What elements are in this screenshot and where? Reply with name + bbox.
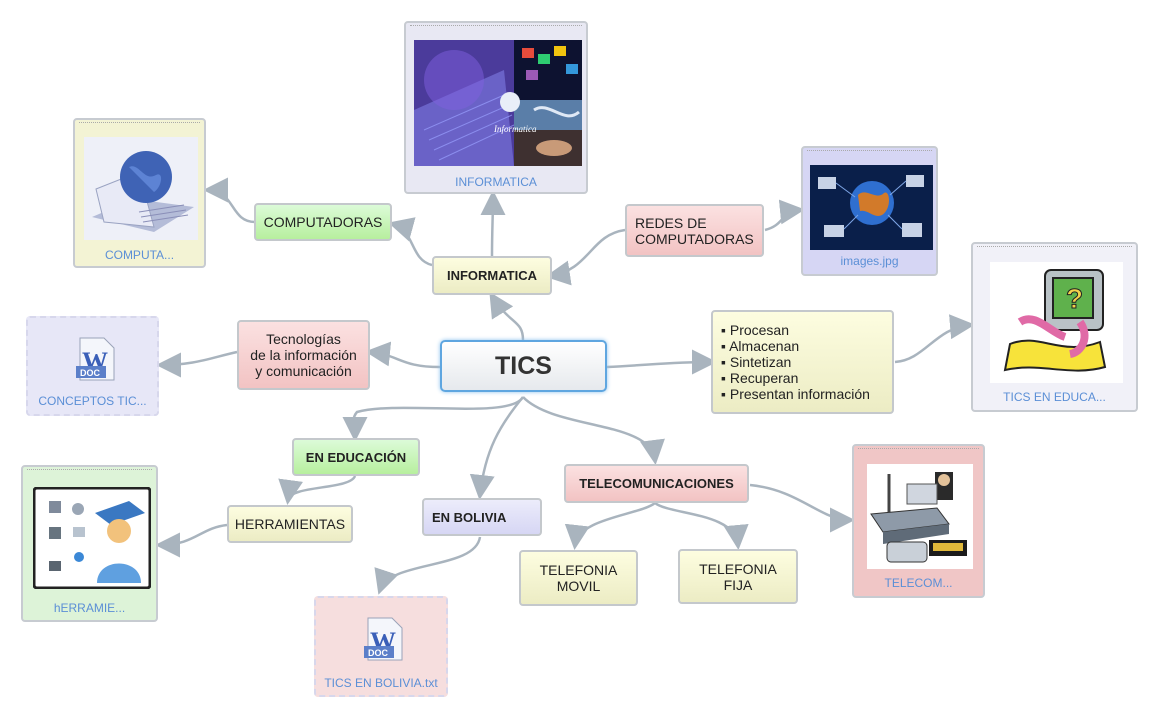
topic-herramientas[interactable]: HERRAMIENTAS — [227, 505, 353, 543]
attachment-caption: TICS EN BOLIVIA.txt — [324, 676, 438, 690]
network-globe-image — [810, 165, 933, 250]
topic-en-bolivia-label: EN BOLIVIA — [432, 509, 507, 525]
attachment-informatica[interactable]: Informatica INFORMATICA — [404, 21, 588, 194]
topic-en-bolivia[interactable]: EN BOLIVIA — [422, 498, 542, 536]
svg-text:DOC: DOC — [368, 648, 389, 658]
attachment-caption: COMPUTA... — [104, 248, 175, 262]
attachment-caption: INFORMATICA — [455, 175, 537, 189]
student-computer-image: ? — [990, 262, 1123, 383]
attachment-caption: images.jpg — [840, 254, 899, 268]
attachment-caption: CONCEPTOS TIC... — [38, 394, 147, 408]
attachment-herramientas[interactable]: hERRAMIE... — [21, 465, 158, 622]
topic-telecomunicaciones[interactable]: TELECOMUNICACIONES — [564, 464, 749, 503]
attachment-images-jpg[interactable]: images.jpg — [801, 146, 938, 276]
laptop-globe-image — [84, 137, 198, 240]
attachment-caption: TICS EN EDUCA... — [1003, 390, 1106, 404]
topic-redes-label: REDES DE COMPUTADORAS — [635, 214, 754, 247]
topic-en-educacion-label: EN EDUCACIÓN — [305, 449, 407, 465]
list-item: ▪ Recuperan — [721, 370, 799, 386]
central-topic-label: TICS — [495, 351, 552, 380]
svg-text:DOC: DOC — [80, 368, 101, 378]
attachment-computadoras[interactable]: COMPUTA... — [73, 118, 206, 268]
topic-telefonia-movil[interactable]: TELEFONIA MOVIL — [519, 550, 638, 606]
topic-telecomunicaciones-label: TELECOMUNICACIONES — [579, 476, 734, 491]
topic-tecnologias[interactable]: Tecnologías de la información y comunica… — [237, 320, 370, 390]
topic-informatica[interactable]: INFORMATICA — [432, 256, 552, 295]
attachment-caption: hERRAMIE... — [53, 601, 126, 615]
topic-computadoras[interactable]: COMPUTADORAS — [254, 203, 392, 241]
attachment-tics-en-bolivia[interactable]: W DOC TICS EN BOLIVIA.txt — [314, 596, 448, 697]
topic-en-educacion[interactable]: EN EDUCACIÓN — [292, 438, 420, 476]
word-doc-icon: W DOC — [364, 617, 403, 661]
list-item: ▪ Presentan información — [721, 386, 870, 402]
attachment-tics-en-educa[interactable]: ? TICS EN EDUCA... — [971, 242, 1138, 412]
list-item: ▪ Sintetizan — [721, 354, 792, 370]
attachment-conceptos-tic[interactable]: W DOC CONCEPTOS TIC... — [26, 316, 159, 416]
informatica-logo-text: Informatica — [493, 124, 537, 134]
informatica-image: Informatica — [414, 40, 582, 166]
list-item: ▪ Procesan — [721, 322, 790, 338]
topic-telefonia-fija[interactable]: TELEFONIA FIJA — [678, 549, 798, 604]
topic-telefonia-movil-label: TELEFONIA MOVIL — [539, 562, 618, 594]
topic-redes-de-computadoras[interactable]: REDES DE COMPUTADORAS — [625, 204, 764, 257]
topic-functions-list[interactable]: ▪ Procesan ▪ Almacenan ▪ Sintetizan ▪ Re… — [711, 310, 894, 414]
list-item: ▪ Almacenan — [721, 338, 800, 354]
topic-telefonia-fija-label: TELEFONIA FIJA — [699, 560, 777, 593]
central-topic-tics[interactable]: TICS — [440, 340, 607, 392]
svg-text:?: ? — [1066, 283, 1083, 314]
topic-herramientas-label: HERRAMIENTAS — [234, 516, 346, 532]
functions-list: ▪ Procesan ▪ Almacenan ▪ Sintetizan ▪ Re… — [721, 322, 870, 402]
router-telecom-image — [867, 464, 973, 569]
topic-computadoras-label: COMPUTADORAS — [263, 214, 383, 230]
attachment-caption: TELECOM... — [884, 576, 953, 590]
attachment-telecom[interactable]: TELECOM... — [852, 444, 985, 598]
topic-informatica-label: INFORMATICA — [446, 268, 538, 283]
topic-tecnologias-label: Tecnologías de la información y comunica… — [250, 331, 357, 379]
graduate-tools-image — [33, 487, 151, 589]
word-doc-icon: W DOC — [76, 337, 115, 381]
